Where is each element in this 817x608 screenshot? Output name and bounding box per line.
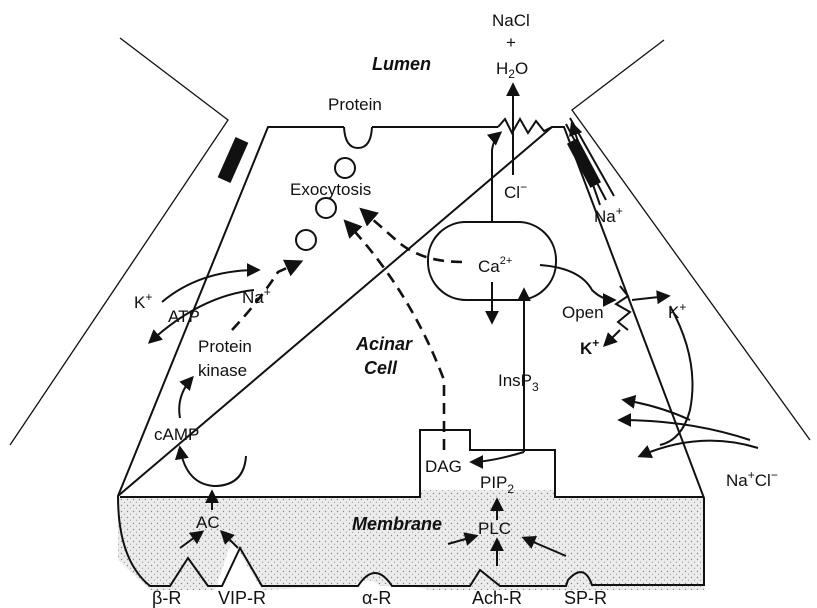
beta-r-label: β-R: [152, 588, 181, 608]
vip-r-label: VIP-R: [218, 588, 266, 608]
k-bold-label: K+: [580, 336, 599, 358]
protein-kinase-label-2: kinase: [198, 361, 247, 380]
k-out-arrow: [632, 296, 668, 300]
cl-label: Cl−: [504, 180, 527, 202]
na-left-label: Na+: [242, 285, 271, 307]
k-channel-zigzag: [616, 286, 630, 330]
cell-label: Cell: [364, 358, 398, 378]
protein-label: Protein: [328, 95, 382, 114]
plus-label: +: [506, 33, 516, 52]
vesicle-2: [316, 198, 336, 218]
k-left-label: K+: [134, 290, 152, 312]
inner-compartment: [120, 430, 704, 497]
acinar-label: Acinar: [355, 334, 413, 354]
nacl-right-label: Na+Cl−: [726, 468, 778, 490]
left-neighbor-cell-outline: [10, 38, 228, 445]
protein-vesicle-at-membrane: [344, 127, 372, 148]
camp-to-pk-arrow: [179, 378, 192, 418]
insp3-label: InsP3: [498, 371, 539, 394]
open-label: Open: [562, 303, 604, 322]
nacl-entry-arrow-3: [624, 400, 690, 420]
left-junction-bar: [218, 137, 249, 183]
membrane-band: [118, 490, 704, 590]
protein-kinase-label-1: Protein: [198, 337, 252, 356]
vesicle-3: [296, 230, 316, 250]
ach-r-label: Ach-R: [472, 588, 522, 608]
ac-to-camp-arrow: [180, 448, 246, 486]
camp-label: cAMP: [154, 425, 199, 444]
k-right-label: K+: [668, 300, 686, 322]
atp-label: ATP: [168, 307, 200, 326]
exocytosis-label: Exocytosis: [290, 180, 371, 199]
vesicle-1: [335, 158, 355, 178]
ac-label: AC: [196, 513, 220, 532]
nacl-label-top: NaCl: [492, 11, 530, 30]
ca-to-exocytosis-arrow: [362, 210, 462, 262]
membrane-label: Membrane: [352, 514, 442, 534]
na-out-arrow: [150, 290, 254, 342]
na-top-label: Na+: [594, 204, 623, 226]
pip2-to-dag-arrow: [472, 452, 524, 462]
h2o-label: H2O: [496, 59, 528, 81]
tight-junction-zigzag: [498, 119, 552, 133]
k-in-arrow: [605, 330, 620, 345]
lumen-label: Lumen: [372, 54, 431, 74]
sp-r-label: SP-R: [564, 588, 607, 608]
ca-label: Ca2+: [478, 255, 512, 276]
alpha-r-label: α-R: [362, 588, 391, 608]
nacl-entry-arrow-1: [640, 441, 758, 456]
plc-label: PLC: [478, 519, 511, 538]
dag-label: DAG: [425, 457, 462, 476]
